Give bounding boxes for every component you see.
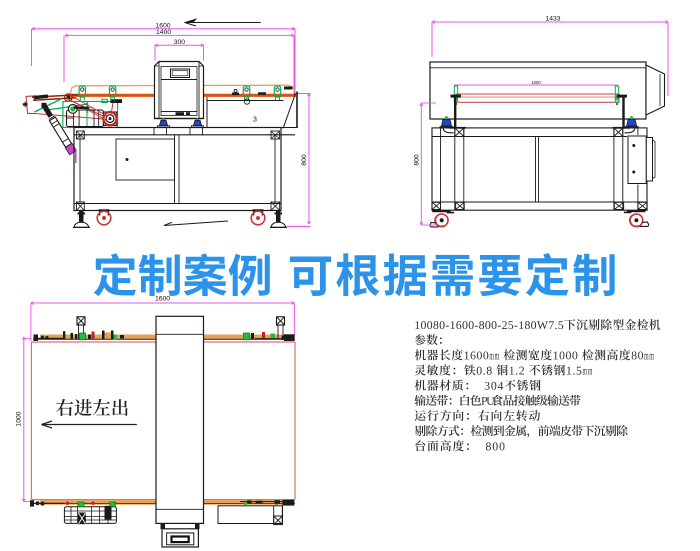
svg-text:1433: 1433: [545, 16, 560, 23]
svg-text:1000: 1000: [16, 411, 23, 426]
svg-text:1000: 1000: [531, 80, 541, 85]
svg-text:1400: 1400: [156, 29, 171, 36]
svg-text:300: 300: [174, 39, 186, 46]
svg-text:1600: 1600: [155, 295, 170, 302]
svg-text:800: 800: [414, 154, 421, 166]
svg-text:3: 3: [253, 117, 257, 124]
svg-text:800: 800: [301, 154, 308, 166]
svg-text:1600: 1600: [155, 22, 170, 29]
